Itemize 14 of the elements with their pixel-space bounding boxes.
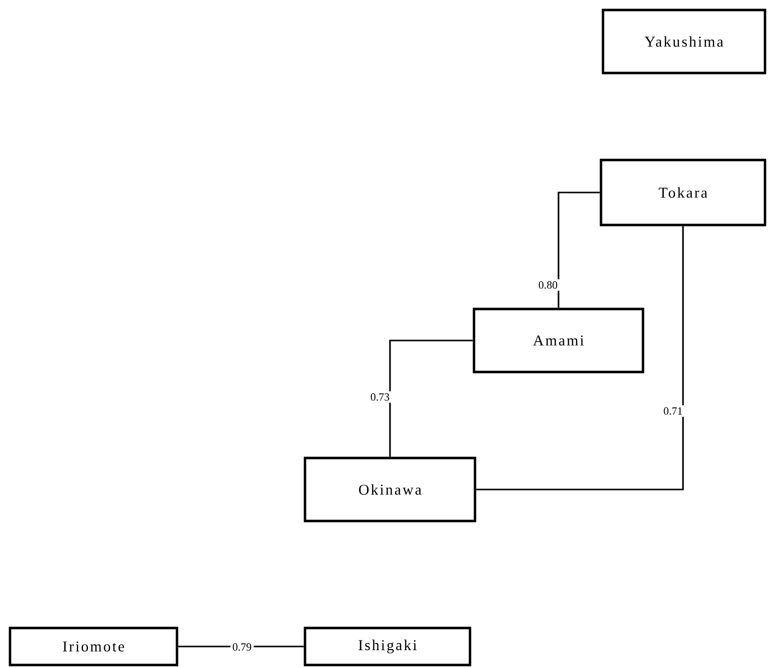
island-box: Iriomote xyxy=(8,626,178,666)
connector-line xyxy=(476,226,684,490)
edge-label: 0.80 xyxy=(536,279,560,291)
connector-line xyxy=(389,340,473,457)
island-box: Yakushima xyxy=(602,8,766,74)
island-box: Ishigaki xyxy=(304,626,472,666)
edge-label: 0.71 xyxy=(661,405,685,417)
edge-label: 0.79 xyxy=(230,641,254,653)
connector-line xyxy=(178,646,304,648)
island-box: Okinawa xyxy=(304,456,476,522)
island-box: Tokara xyxy=(600,158,766,226)
island-box: Amami xyxy=(472,308,644,374)
connector-line xyxy=(558,192,600,308)
edge-label: 0.73 xyxy=(368,391,392,403)
